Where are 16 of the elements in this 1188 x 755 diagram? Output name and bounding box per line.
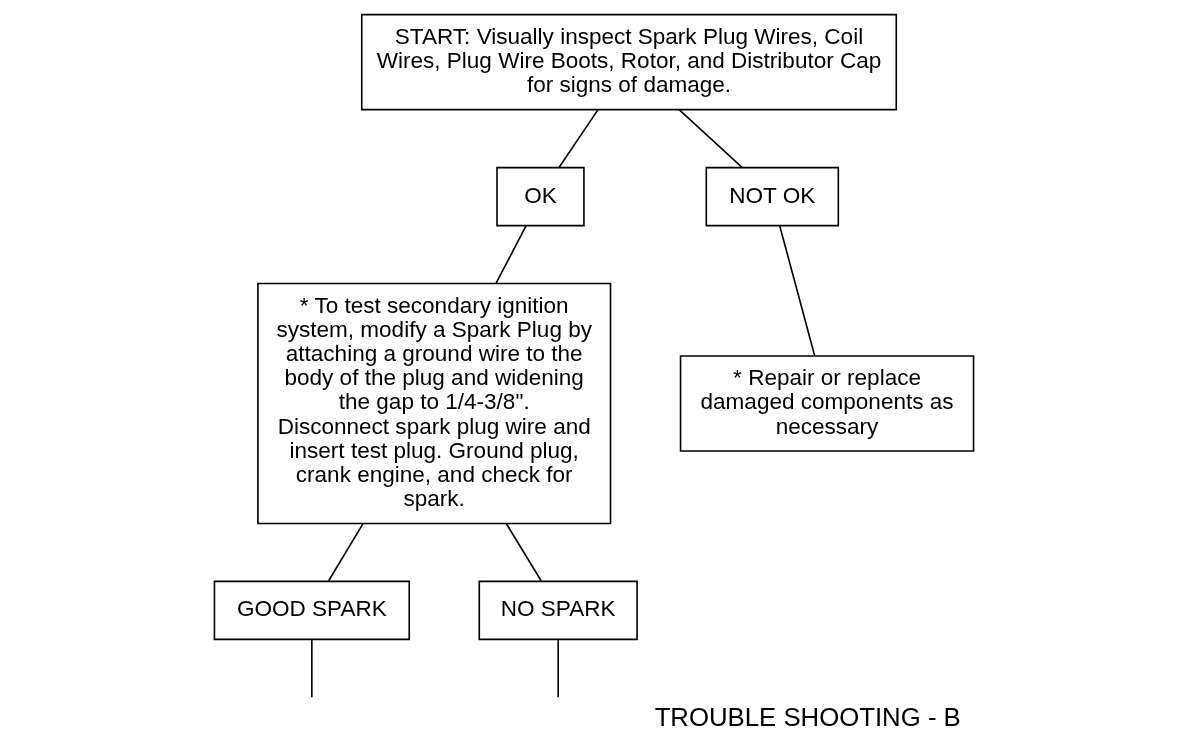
- node-box: NO SPARK: [478, 580, 638, 641]
- node-box: * To test secondary ignition system, modify a Spark Plug by attaching a ground wire to the body of the plug and widening the gap to 1/4-3/8". Disconnect spark plug wire and insert test plug. Ground plug, crank engine, and check for spark.: [257, 282, 612, 525]
- connector: [505, 522, 542, 582]
- diagram-title: TROUBLE SHOOTING - B: [654, 702, 961, 731]
- connector: [678, 108, 743, 169]
- connector: [557, 638, 559, 699]
- node-box: GOOD SPARK: [213, 580, 411, 641]
- node-box: OK: [496, 166, 585, 227]
- connector: [327, 522, 364, 582]
- connector: [311, 638, 313, 699]
- connector: [558, 108, 599, 169]
- connector: [778, 224, 816, 357]
- node-box: * Repair or replace damaged components as necessary: [679, 355, 975, 452]
- connector: [495, 224, 527, 285]
- node-box: START: Visually inspect Spark Plug Wires, Coil Wires, Plug Wire Boots, Rotor, and Distributor Cap for signs of damage.: [360, 13, 898, 111]
- node-box: NOT OK: [705, 166, 840, 227]
